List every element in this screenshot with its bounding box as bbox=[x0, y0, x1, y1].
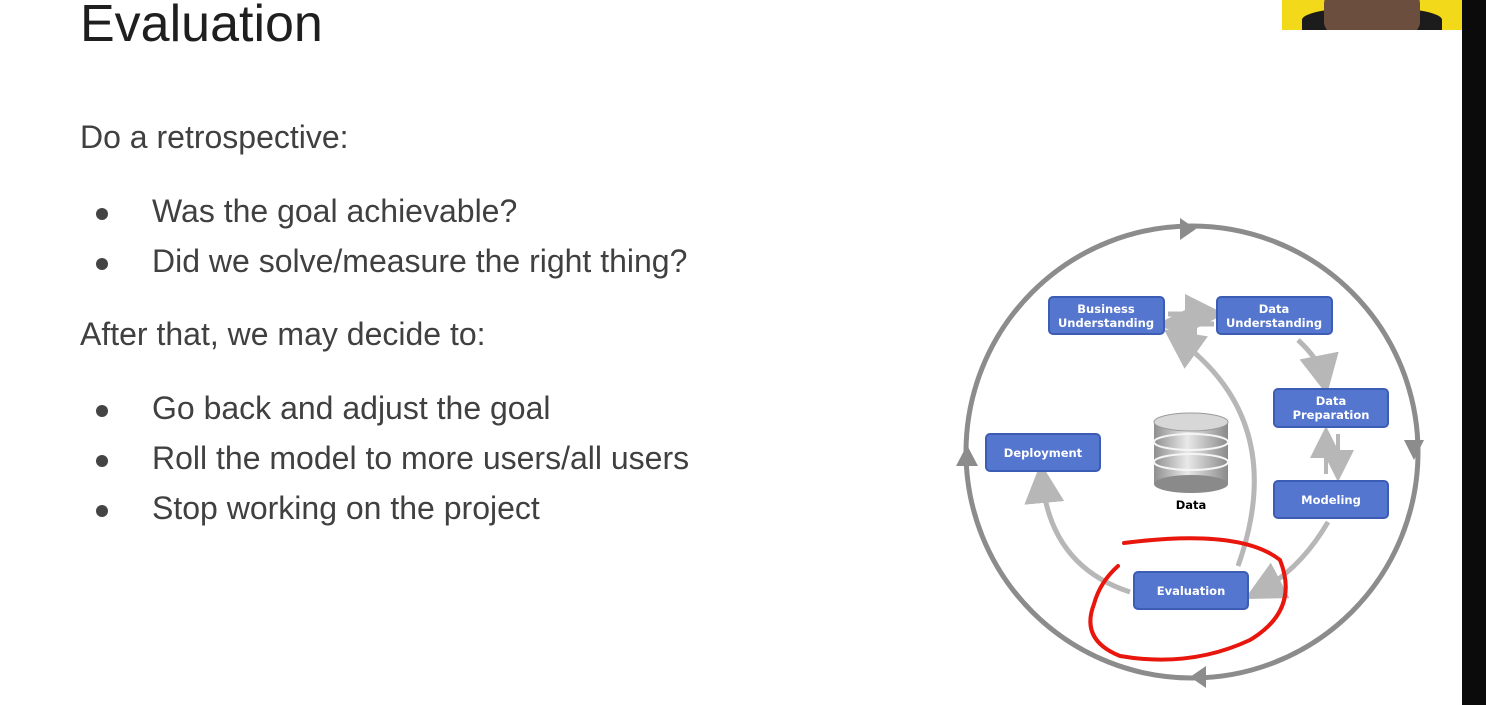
crisp-dm-diagram: Business Understanding Data Understandin… bbox=[956, 218, 1424, 688]
node-label: Understanding bbox=[1058, 316, 1154, 330]
node-data-preparation: Data Preparation bbox=[1273, 388, 1389, 428]
list-item-text: Did we solve/measure the right thing? bbox=[152, 243, 688, 279]
list-item-text: Roll the model to more users/all users bbox=[152, 440, 690, 476]
retrospective-list: Was the goal achievable? Did we solve/me… bbox=[96, 186, 687, 286]
list-item: Roll the model to more users/all users bbox=[96, 433, 689, 483]
node-label: Business bbox=[1077, 302, 1135, 316]
after-text: After that, we may decide to: bbox=[80, 316, 486, 352]
arrow-evaluation-to-deployment bbox=[1024, 463, 1131, 595]
database-label: Data bbox=[1176, 498, 1207, 512]
node-label: Evaluation bbox=[1157, 584, 1226, 598]
arrow-modeling-to-evaluation bbox=[1244, 520, 1331, 599]
presenter-webcam bbox=[1282, 0, 1462, 30]
node-evaluation: Evaluation bbox=[1133, 571, 1249, 610]
list-item-text: Was the goal achievable? bbox=[152, 193, 518, 229]
node-label: Data bbox=[1259, 302, 1290, 316]
slide-title: Evaluation bbox=[80, 0, 323, 53]
node-label: Data bbox=[1316, 394, 1347, 408]
list-item: Did we solve/measure the right thing? bbox=[96, 236, 687, 286]
node-label: Deployment bbox=[1004, 446, 1083, 460]
node-data-understanding: Data Understanding bbox=[1216, 296, 1333, 335]
node-label: Preparation bbox=[1293, 408, 1370, 422]
node-deployment: Deployment bbox=[985, 433, 1101, 472]
list-item-text: Go back and adjust the goal bbox=[152, 390, 551, 426]
ring-arrow-right-icon bbox=[1404, 440, 1424, 460]
arrow-understanding-to-preparation bbox=[1296, 338, 1339, 395]
list-item: Was the goal achievable? bbox=[96, 186, 687, 236]
bullet-icon bbox=[96, 208, 108, 220]
list-item: Stop working on the project bbox=[96, 483, 689, 533]
node-modeling: Modeling bbox=[1273, 480, 1389, 519]
node-label: Modeling bbox=[1301, 493, 1361, 507]
bullet-icon bbox=[96, 455, 108, 467]
highlight-annotation bbox=[1088, 536, 1288, 662]
presenter-face bbox=[1324, 0, 1420, 30]
ring-arrow-bottom-icon bbox=[1190, 666, 1206, 688]
bullet-icon bbox=[96, 505, 108, 517]
decision-list: Go back and adjust the goal Roll the mod… bbox=[96, 383, 689, 533]
bullet-icon bbox=[96, 258, 108, 270]
list-item: Go back and adjust the goal bbox=[96, 383, 689, 433]
bullet-icon bbox=[96, 405, 108, 417]
arrow-evaluation-to-business bbox=[1163, 329, 1257, 567]
list-item-text: Stop working on the project bbox=[152, 490, 540, 526]
ring-arrow-top-icon bbox=[1180, 218, 1196, 240]
ring-arrow-left-icon bbox=[956, 445, 978, 466]
node-label: Understanding bbox=[1226, 316, 1322, 330]
database-icon bbox=[1153, 412, 1229, 493]
intro-text: Do a retrospective: bbox=[80, 119, 349, 155]
node-business-understanding: Business Understanding bbox=[1048, 296, 1165, 335]
window-edge bbox=[1462, 0, 1486, 705]
